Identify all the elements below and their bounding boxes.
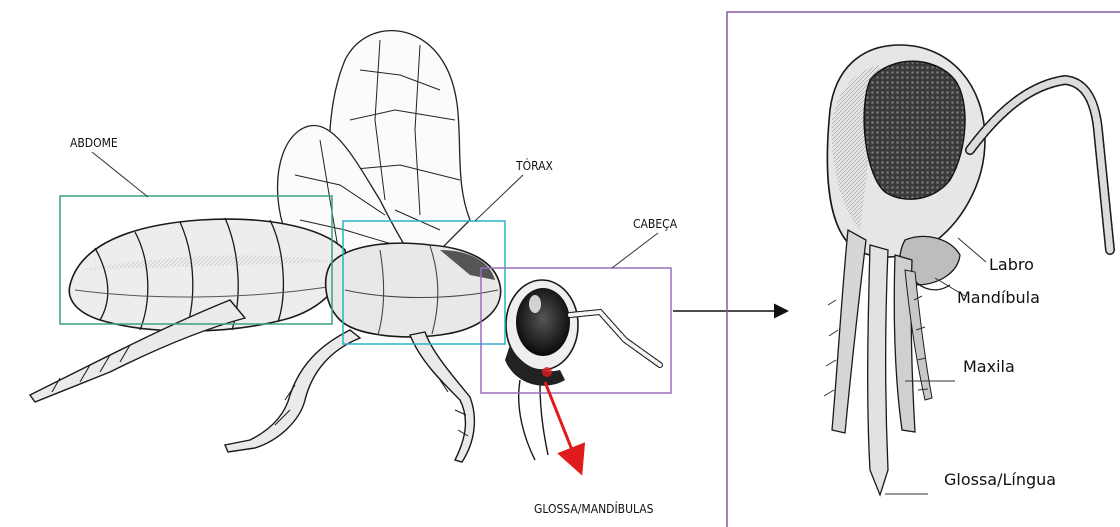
labro-leader-line [958, 238, 986, 262]
abdome-leader-line [92, 152, 148, 197]
cabeca-leader-line [612, 233, 658, 268]
labro-label: Labro [989, 255, 1034, 274]
abdome-label: ABDOME [70, 136, 118, 150]
cabeca-label: CABEÇA [633, 217, 678, 231]
glossa-red-arrow [545, 382, 580, 470]
wasp-illustration [30, 31, 660, 462]
glossa-lingua-label: Glossa/Língua [944, 470, 1056, 489]
maxila-label: Maxila [963, 357, 1015, 376]
head-drawing [505, 280, 660, 460]
torax-label: TÓRAX [515, 158, 553, 173]
glossa-mandibulas-label: GLOSSA/MANDÍBULAS [534, 501, 654, 516]
thorax-drawing [326, 243, 501, 337]
torax-leader-line [475, 175, 523, 221]
mandibula-label: Mandíbula [957, 288, 1040, 307]
head-detail-illustration [824, 45, 1110, 495]
